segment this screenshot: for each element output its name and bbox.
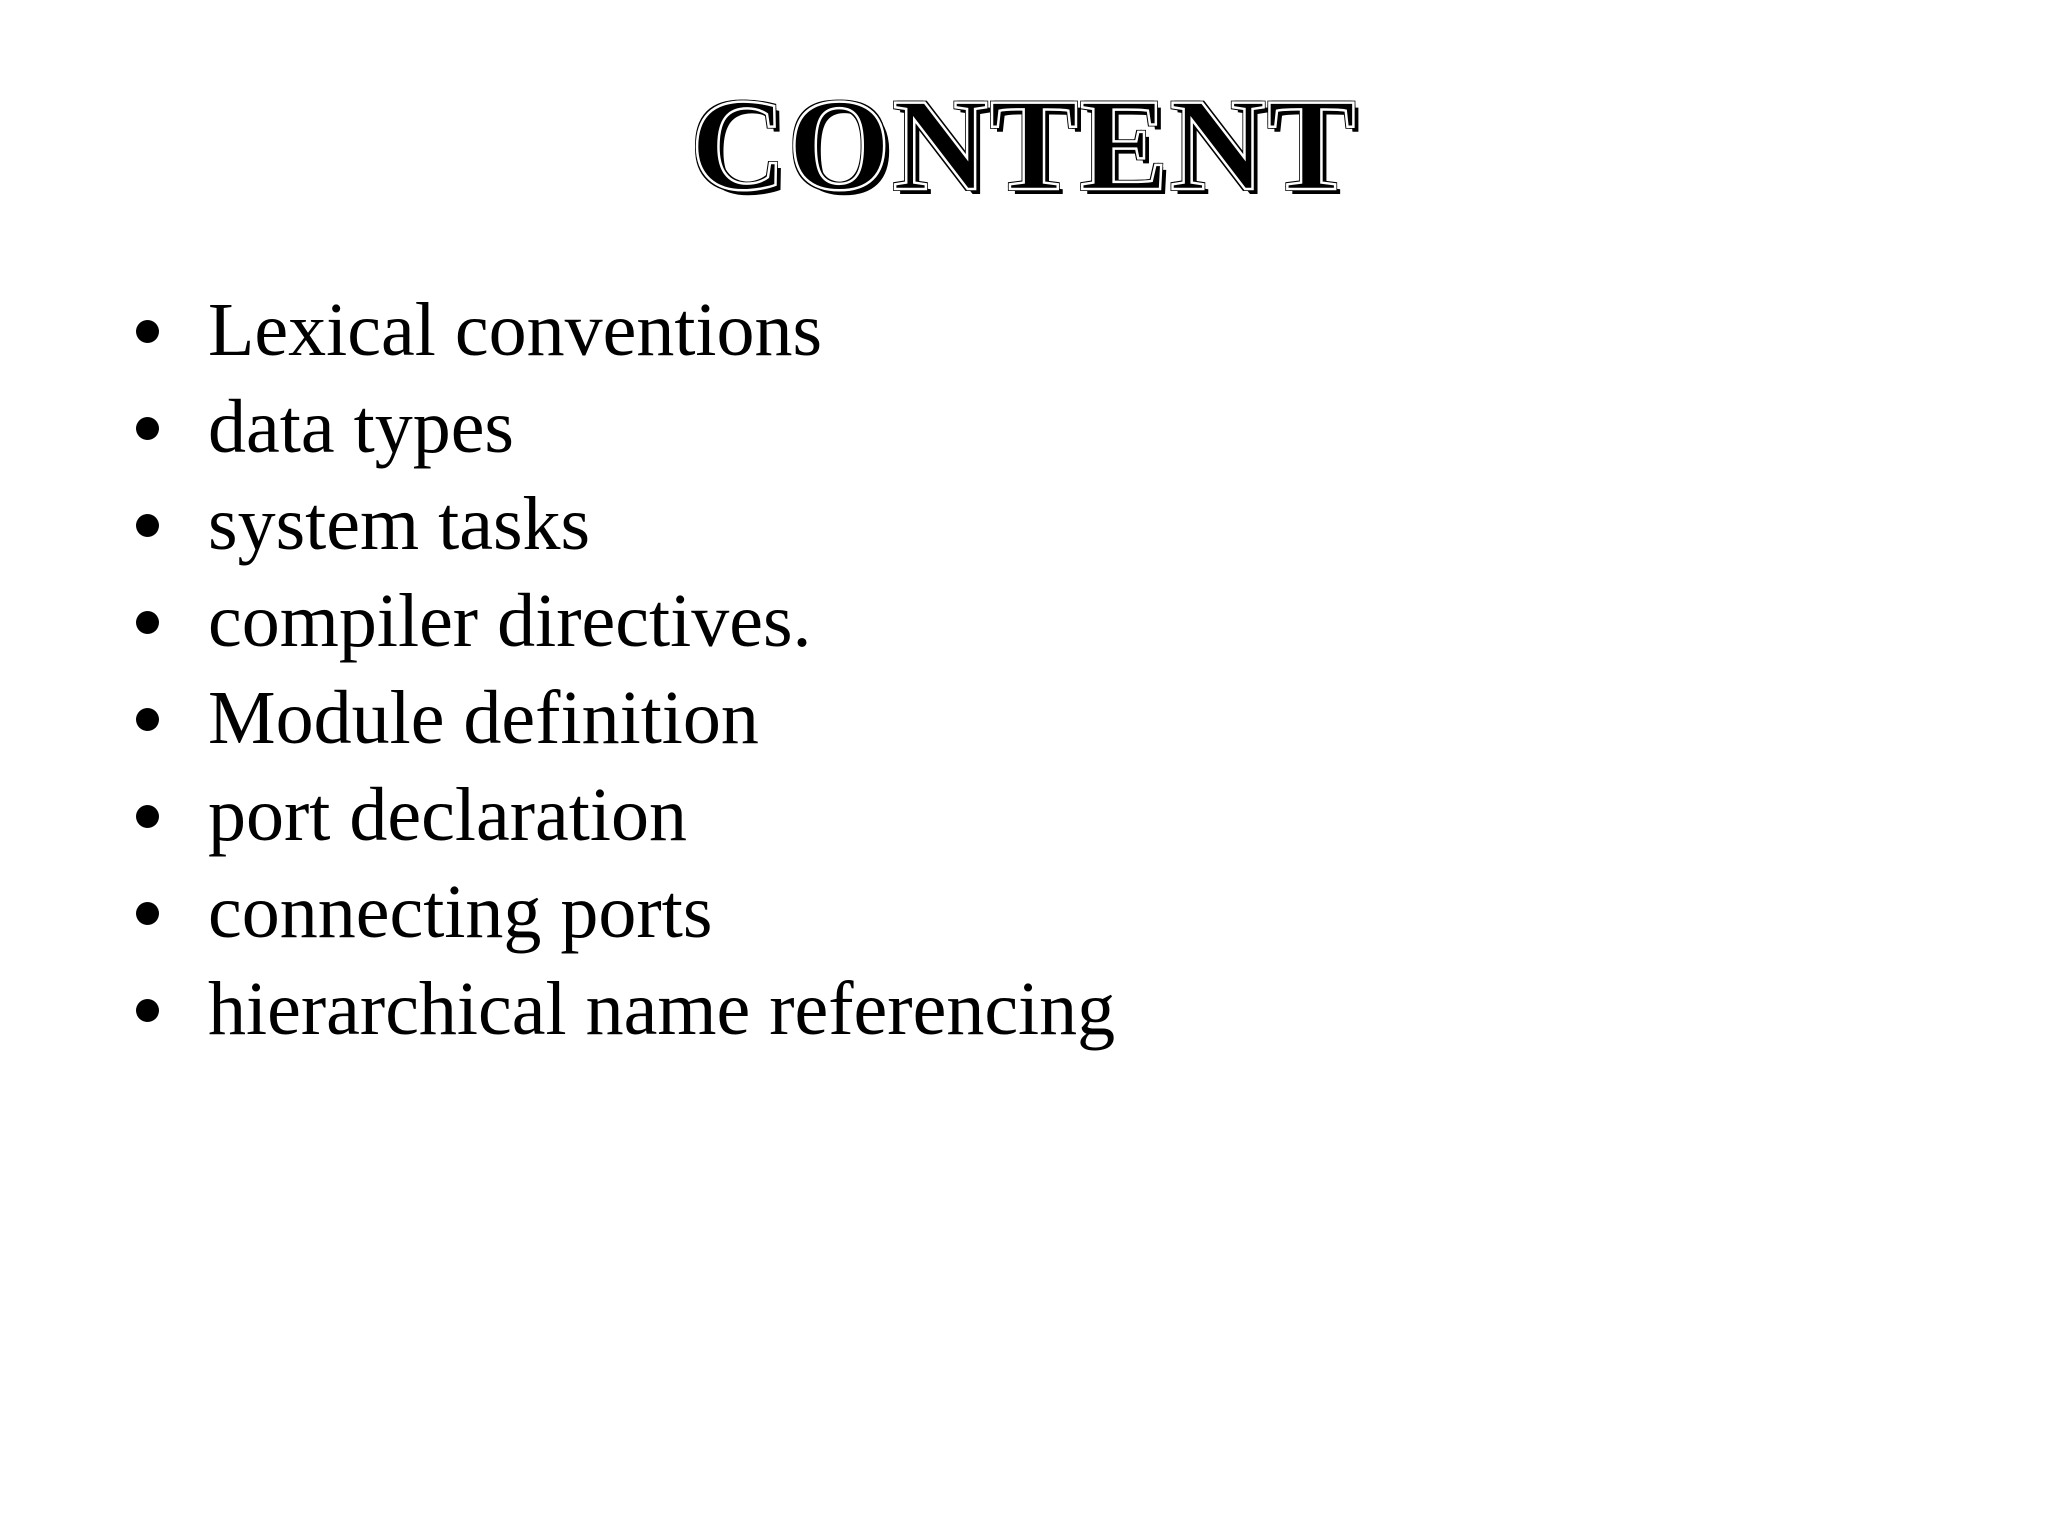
bullet-item: compiler directives. bbox=[130, 573, 1988, 670]
bullet-item: port declaration bbox=[130, 767, 1988, 864]
bullet-item: Lexical conventions bbox=[130, 282, 1988, 379]
bullet-item: hierarchical name referencing bbox=[130, 961, 1988, 1058]
bullet-item: Module definition bbox=[130, 670, 1988, 767]
bullet-dot-icon bbox=[136, 514, 159, 537]
bullet-item: data types bbox=[130, 379, 1988, 476]
bullet-dot-icon bbox=[136, 708, 159, 731]
slide-title: CONTENT bbox=[689, 71, 1358, 219]
bullet-text: port declaration bbox=[208, 773, 688, 857]
bullet-text: system tasks bbox=[208, 482, 591, 566]
bullet-dot-icon bbox=[136, 417, 159, 440]
bullet-dot-icon bbox=[136, 611, 159, 634]
bullet-item: system tasks bbox=[130, 476, 1988, 573]
bullet-dot-icon bbox=[136, 320, 159, 343]
bullet-text: data types bbox=[208, 385, 515, 469]
bullet-text: compiler directives. bbox=[208, 579, 812, 663]
bullet-dot-icon bbox=[136, 902, 159, 925]
bullet-dot-icon bbox=[136, 805, 159, 828]
bullet-text: hierarchical name referencing bbox=[208, 967, 1116, 1051]
bullet-item: connecting ports bbox=[130, 864, 1988, 961]
bullet-text: connecting ports bbox=[208, 870, 713, 954]
bullet-list: Lexical conventions data types system ta… bbox=[130, 282, 1988, 1058]
bullet-text: Lexical conventions bbox=[208, 288, 823, 372]
bullet-text: Module definition bbox=[208, 676, 759, 760]
bullet-dot-icon bbox=[136, 999, 159, 1022]
